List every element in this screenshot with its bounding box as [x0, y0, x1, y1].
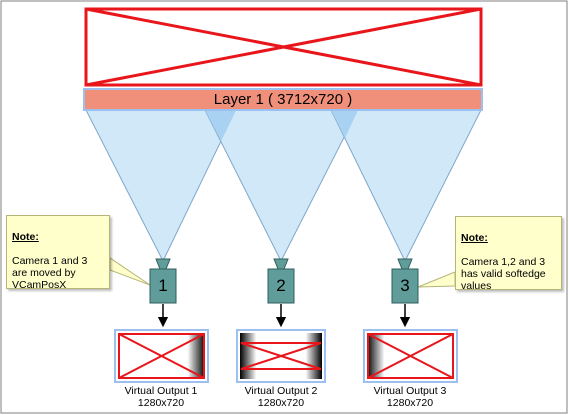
source-frame — [84, 7, 483, 87]
layer-label: Layer 1 ( 3712x720 ) — [213, 91, 353, 108]
frustum-overlap-1 — [205, 110, 236, 141]
note-left: Note: Camera 1 and 3 are moved by VCamPo… — [6, 215, 110, 291]
virtual-output-3-label: Virtual Output 3 1280x720 — [350, 385, 470, 409]
virtual-output-2-resolution: 1280x720 — [257, 397, 305, 409]
note-right-body: Camera 1,2 and 3 has valid softedge valu… — [461, 256, 546, 292]
camera-3-label: 3 — [400, 276, 410, 295]
camera-2-label: 2 — [276, 276, 286, 295]
note-right-pointer — [417, 271, 456, 288]
note-right: Note: Camera 1,2 and 3 has valid softedg… — [455, 216, 562, 292]
virtual-output-3-resolution: 1280x720 — [386, 397, 434, 409]
frustum-camera-2 — [204, 109, 359, 263]
projection-frustums — [85, 109, 482, 263]
camera-3-icon — [391, 258, 419, 304]
virtual-output-1-label: Virtual Output 1 1280x720 — [101, 385, 221, 409]
note-left-body: Camera 1 and 3 are moved by VCamPosX — [12, 255, 88, 291]
virtual-output-2-frame — [236, 329, 326, 383]
note-left-title: Note: — [12, 231, 39, 243]
virtual-output-1-frame — [114, 329, 209, 383]
layer-bar — [83, 88, 483, 111]
virtual-output-2-name: Virtual Output 2 — [244, 385, 318, 397]
virtual-output-2-label: Virtual Output 2 1280x720 — [221, 385, 341, 409]
camera-1-label: 1 — [158, 276, 168, 295]
frustum-overlap-2 — [331, 110, 358, 138]
virtual-output-3-frame — [363, 329, 458, 383]
virtual-output-1-resolution: 1280x720 — [137, 397, 185, 409]
note-left-pointer — [109, 257, 151, 286]
camera-2-icon — [267, 258, 295, 304]
camera-1-icon — [149, 258, 177, 304]
note-right-title: Note: — [461, 232, 488, 244]
virtual-output-1-name: Virtual Output 1 — [124, 385, 198, 397]
virtual-output-3-name: Virtual Output 3 — [373, 385, 447, 397]
